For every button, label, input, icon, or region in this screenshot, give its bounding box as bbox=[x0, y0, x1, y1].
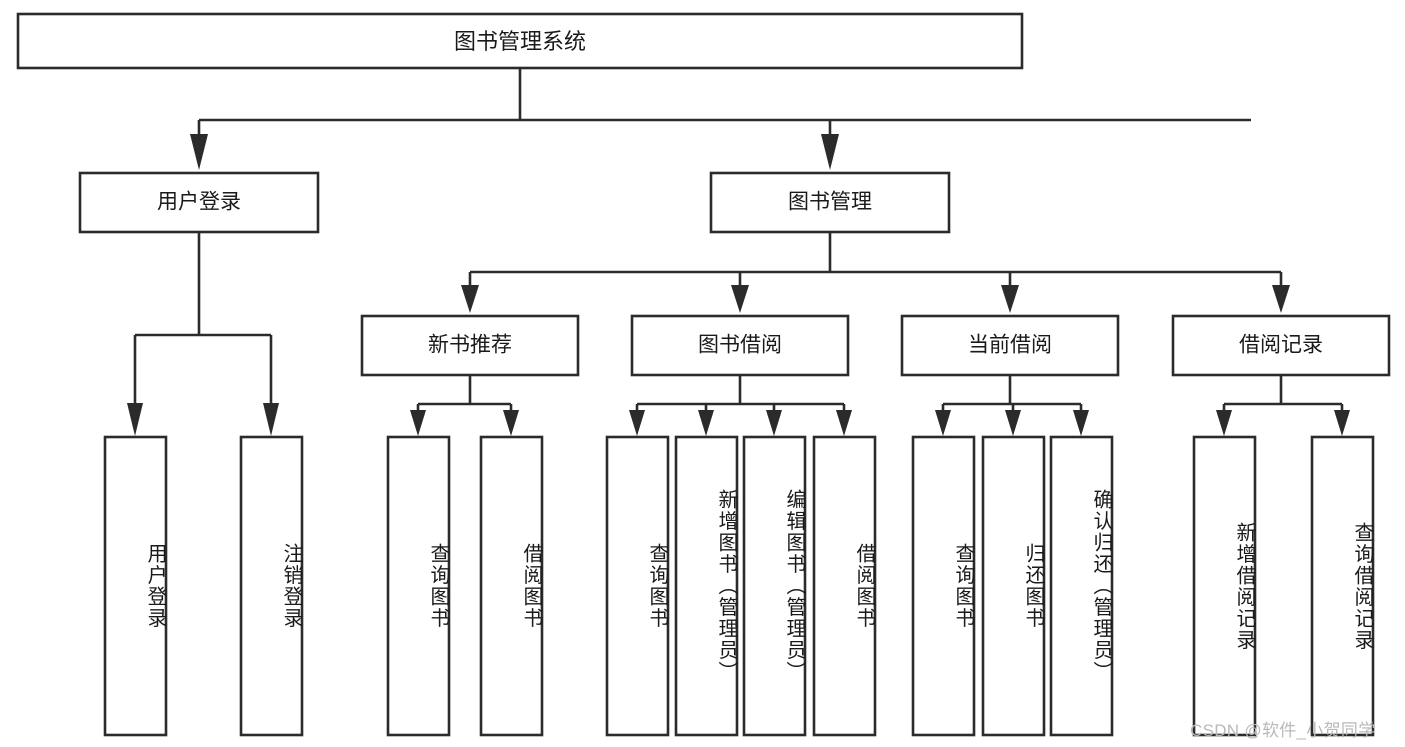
leaf-box-query-book-1[interactable] bbox=[386, 435, 451, 737]
node-new-book-rec[interactable]: 新书推荐 bbox=[360, 314, 580, 377]
arrow-leaf-logout bbox=[263, 403, 279, 436]
leaf-box-user-login[interactable] bbox=[103, 435, 168, 737]
node-book-borrow-box bbox=[630, 314, 850, 377]
node-borrow-record-label: 借阅记录 bbox=[1239, 334, 1323, 357]
arrow-leaf-add-book bbox=[698, 410, 714, 436]
arrow-current-borrow bbox=[1001, 285, 1019, 313]
leaf-box-return-book[interactable] bbox=[981, 435, 1046, 737]
arrow-leaf-borrow-book-1 bbox=[503, 410, 519, 436]
arrow-leaf-query-book-2 bbox=[629, 410, 645, 436]
node-current-borrow[interactable]: 当前借阅 bbox=[900, 314, 1120, 377]
arrow-leaf-return-book bbox=[1005, 410, 1021, 436]
node-book-manage[interactable]: 图书管理 bbox=[709, 171, 951, 234]
node-root-box bbox=[16, 12, 1024, 70]
watermark-text: CSDN @软件_小贺同学 bbox=[1190, 721, 1376, 740]
arrow-user-login bbox=[190, 134, 208, 170]
leaf-box-query-book-3[interactable] bbox=[911, 435, 976, 737]
arrow-leaf-edit-book bbox=[766, 410, 782, 436]
arrow-new-book-rec bbox=[461, 285, 479, 313]
node-user-login[interactable]: 用户登录 bbox=[78, 171, 320, 234]
node-book-borrow-label: 图书借阅 bbox=[698, 334, 782, 357]
node-user-login-label: 用户登录 bbox=[157, 191, 241, 214]
leaf-box-borrow-book-2[interactable] bbox=[812, 435, 877, 737]
node-book-borrow[interactable]: 图书借阅 bbox=[630, 314, 850, 377]
node-new-book-rec-box bbox=[360, 314, 580, 377]
leaf-box-add-book[interactable] bbox=[674, 435, 739, 737]
node-root-system[interactable]: 图书管理系统 bbox=[16, 12, 1024, 70]
arrow-leaf-confirm-return bbox=[1073, 410, 1089, 436]
arrow-borrow-record bbox=[1272, 285, 1290, 313]
node-new-book-rec-label: 新书推荐 bbox=[428, 334, 512, 357]
node-root-label: 图书管理系统 bbox=[454, 29, 586, 54]
arrow-leaf-add-record bbox=[1216, 410, 1232, 436]
arrow-leaf-query-book-1 bbox=[410, 410, 426, 436]
leaf-box-confirm-return[interactable] bbox=[1049, 435, 1114, 737]
arrow-leaf-borrow-book-2 bbox=[836, 410, 852, 436]
node-current-borrow-label: 当前借阅 bbox=[968, 334, 1052, 357]
arrow-leaf-query-book-3 bbox=[935, 410, 951, 436]
arrow-book-borrow bbox=[731, 285, 749, 313]
arrow-book-manage bbox=[821, 134, 839, 170]
arrow-leaf-user-login bbox=[127, 403, 143, 436]
leaf-box-query-record[interactable] bbox=[1310, 435, 1375, 737]
leaf-box-edit-book[interactable] bbox=[742, 435, 807, 737]
node-book-manage-box bbox=[709, 171, 951, 234]
arrow-leaf-query-record bbox=[1334, 410, 1350, 436]
leaf-box-borrow-book-1[interactable] bbox=[479, 435, 544, 737]
node-borrow-record-box bbox=[1171, 314, 1391, 377]
leaf-box-add-record[interactable] bbox=[1192, 435, 1257, 737]
node-borrow-record[interactable]: 借阅记录 bbox=[1171, 314, 1391, 377]
leaf-box-query-book-2[interactable] bbox=[605, 435, 670, 737]
node-book-manage-label: 图书管理 bbox=[788, 191, 872, 214]
leaf-box-logout[interactable] bbox=[239, 435, 304, 737]
node-current-borrow-box bbox=[900, 314, 1120, 377]
